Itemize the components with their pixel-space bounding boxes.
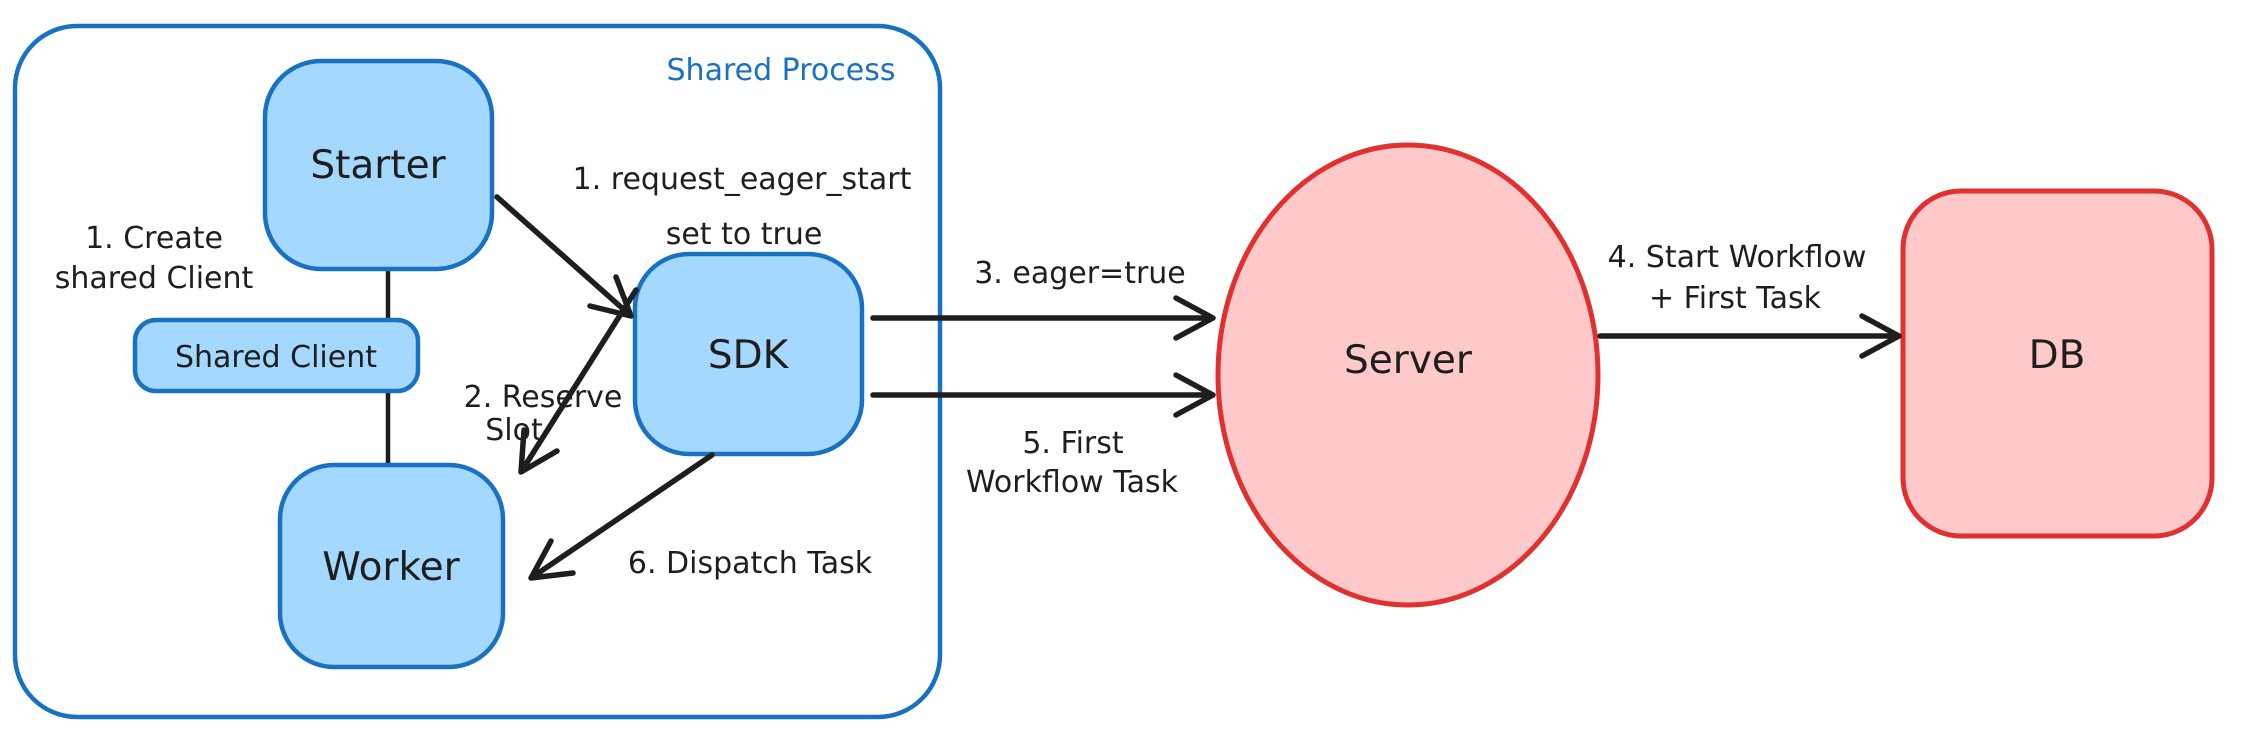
start-workflow-label-line2: + First Task	[1649, 281, 1822, 316]
dispatch-task-label: 6. Dispatch Task	[628, 546, 873, 581]
arrow-request-eager-start	[494, 194, 634, 319]
create-client-label-line2: shared Client	[55, 261, 254, 296]
sdk-node	[632, 251, 865, 457]
worker-node	[277, 462, 506, 670]
arrow-first-workflow-task	[870, 372, 1216, 418]
request-eager-label-line1: 1. request_eager_start	[573, 162, 912, 197]
first-task-label-line2: Workflow Task	[966, 465, 1179, 500]
arrow-eager-true	[870, 295, 1216, 341]
arrow-start-workflow	[1597, 313, 1902, 359]
sdk-label: SDK	[708, 333, 790, 378]
shared-process-container	[12, 23, 943, 720]
first-task-label-line1: 5. First	[1022, 426, 1124, 461]
worker-label: Worker	[322, 545, 460, 590]
eager-true-label: 3. eager=true	[974, 256, 1186, 291]
starter-label: Starter	[310, 143, 446, 188]
reserve-slot-label-line1: 2. Reserve	[464, 380, 623, 415]
shared-client-node	[132, 317, 421, 394]
request-eager-label-line2: set to true	[666, 217, 823, 252]
server-label: Server	[1344, 338, 1473, 383]
shared-client-label: Shared Client	[175, 340, 377, 375]
server-node	[1215, 142, 1601, 608]
start-workflow-label-line1: 4. Start Workflow	[1608, 240, 1867, 275]
arrow-reserve-slot	[518, 287, 639, 475]
shared-process-label: Shared Process	[667, 53, 896, 88]
reserve-slot-label-line2: Slot	[485, 413, 543, 448]
arrow-dispatch-task	[528, 452, 715, 581]
db-node	[1900, 188, 2215, 539]
db-label: DB	[2029, 333, 2086, 378]
starter-node	[262, 58, 495, 272]
create-client-label-line1: 1. Create	[85, 221, 223, 256]
